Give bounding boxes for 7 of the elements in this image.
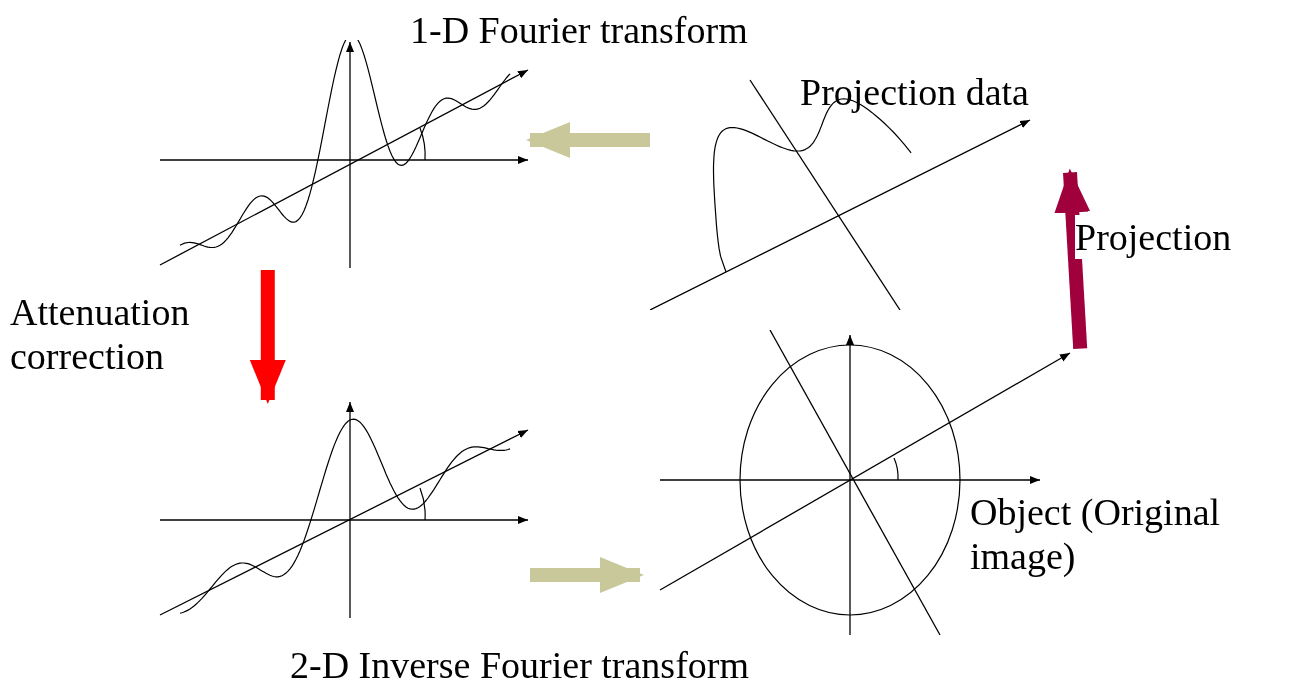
edge-label: Projection [1075,215,1232,259]
node-title: Object (Original image) [970,490,1222,578]
arrow [526,122,650,159]
arrow [530,556,644,593]
arrow [1054,168,1091,349]
node-title: Projection data [800,70,1030,114]
arrow [249,270,286,404]
